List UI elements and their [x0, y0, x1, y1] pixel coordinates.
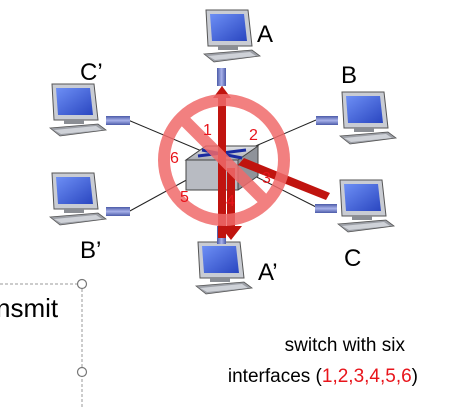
caption-prefix: interfaces (: [228, 366, 323, 387]
interface-label-2: 2: [249, 127, 258, 144]
caption-suffix: ): [412, 366, 418, 387]
host-label-a-prime: A’: [258, 259, 278, 286]
host-c: [315, 179, 395, 233]
connector-icon: [106, 116, 130, 125]
host-label-c: C: [344, 245, 361, 272]
host-b-prime: [49, 172, 130, 226]
no-symbol-icon: [158, 94, 290, 226]
connector-icon: [106, 207, 130, 216]
host-b: [316, 91, 397, 145]
caption-values: 1,2,3,4,5,6: [322, 366, 412, 387]
computer-icon: [203, 9, 261, 63]
host-label-c-prime: C’: [80, 59, 103, 86]
computer-icon: [337, 179, 395, 233]
interface-label-1: 1: [203, 122, 212, 139]
connector-icon: [316, 116, 338, 125]
caption-line-1: switch with six: [285, 335, 406, 356]
interface-label-3: 3: [262, 170, 271, 187]
partial-text: nsmit: [0, 293, 59, 323]
interface-label-4: 4: [226, 193, 235, 210]
connector-icon: [315, 204, 337, 213]
partial-text-box: nsmit: [0, 278, 88, 407]
resize-handle-icon[interactable]: [76, 366, 88, 378]
host-c-prime: [49, 83, 130, 137]
interface-label-6: 6: [170, 150, 179, 167]
host-label-b-prime: B’: [80, 237, 101, 264]
interface-label-5: 5: [180, 189, 189, 206]
computer-icon: [49, 83, 107, 137]
connector-icon: [217, 68, 226, 86]
computer-icon: [339, 91, 397, 145]
host-label-a: A: [257, 21, 273, 48]
caption-line-2: interfaces (1,2,3,4,5,6): [228, 366, 418, 387]
arrow-down-icon: [220, 168, 242, 240]
computer-icon: [49, 172, 107, 226]
host-label-b: B: [341, 62, 357, 89]
host-a: [203, 9, 261, 86]
computer-icon: [195, 241, 253, 295]
resize-handle-icon[interactable]: [76, 278, 88, 290]
